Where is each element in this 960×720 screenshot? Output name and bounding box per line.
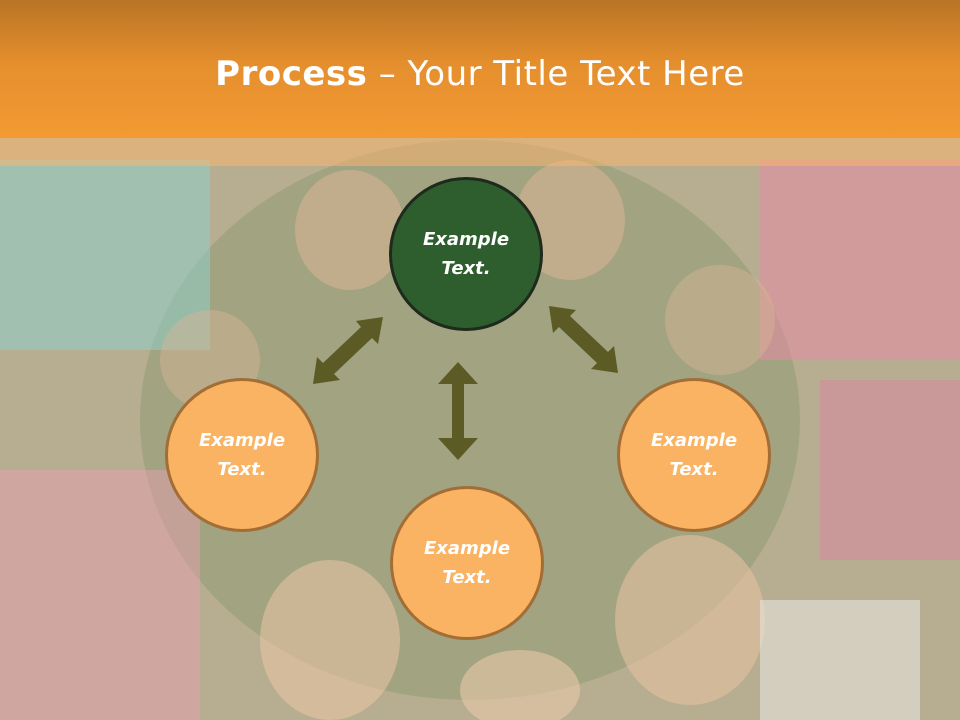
arrow-vertical [438, 362, 478, 460]
right-node: Example Text. [617, 378, 771, 532]
title-bar-band [0, 138, 960, 166]
title-bar [0, 0, 960, 138]
left-node: Example Text. [165, 378, 319, 532]
arrow-top-right [549, 306, 618, 373]
title-bold: Process [215, 54, 368, 94]
arrow-top-left [313, 317, 383, 384]
title-rest: Your Title Text Here [407, 54, 745, 94]
center-node-text: Example Text. [422, 229, 510, 279]
slide-title: Process – Your Title Text Here [0, 52, 960, 96]
left-node-text: Example Text. [198, 430, 286, 480]
title-dash: – [367, 54, 408, 94]
bottom-node: Example Text. [390, 486, 544, 640]
bottom-node-text: Example Text. [423, 538, 511, 588]
right-node-text: Example Text. [650, 430, 738, 480]
center-node: Example Text. [389, 177, 543, 331]
